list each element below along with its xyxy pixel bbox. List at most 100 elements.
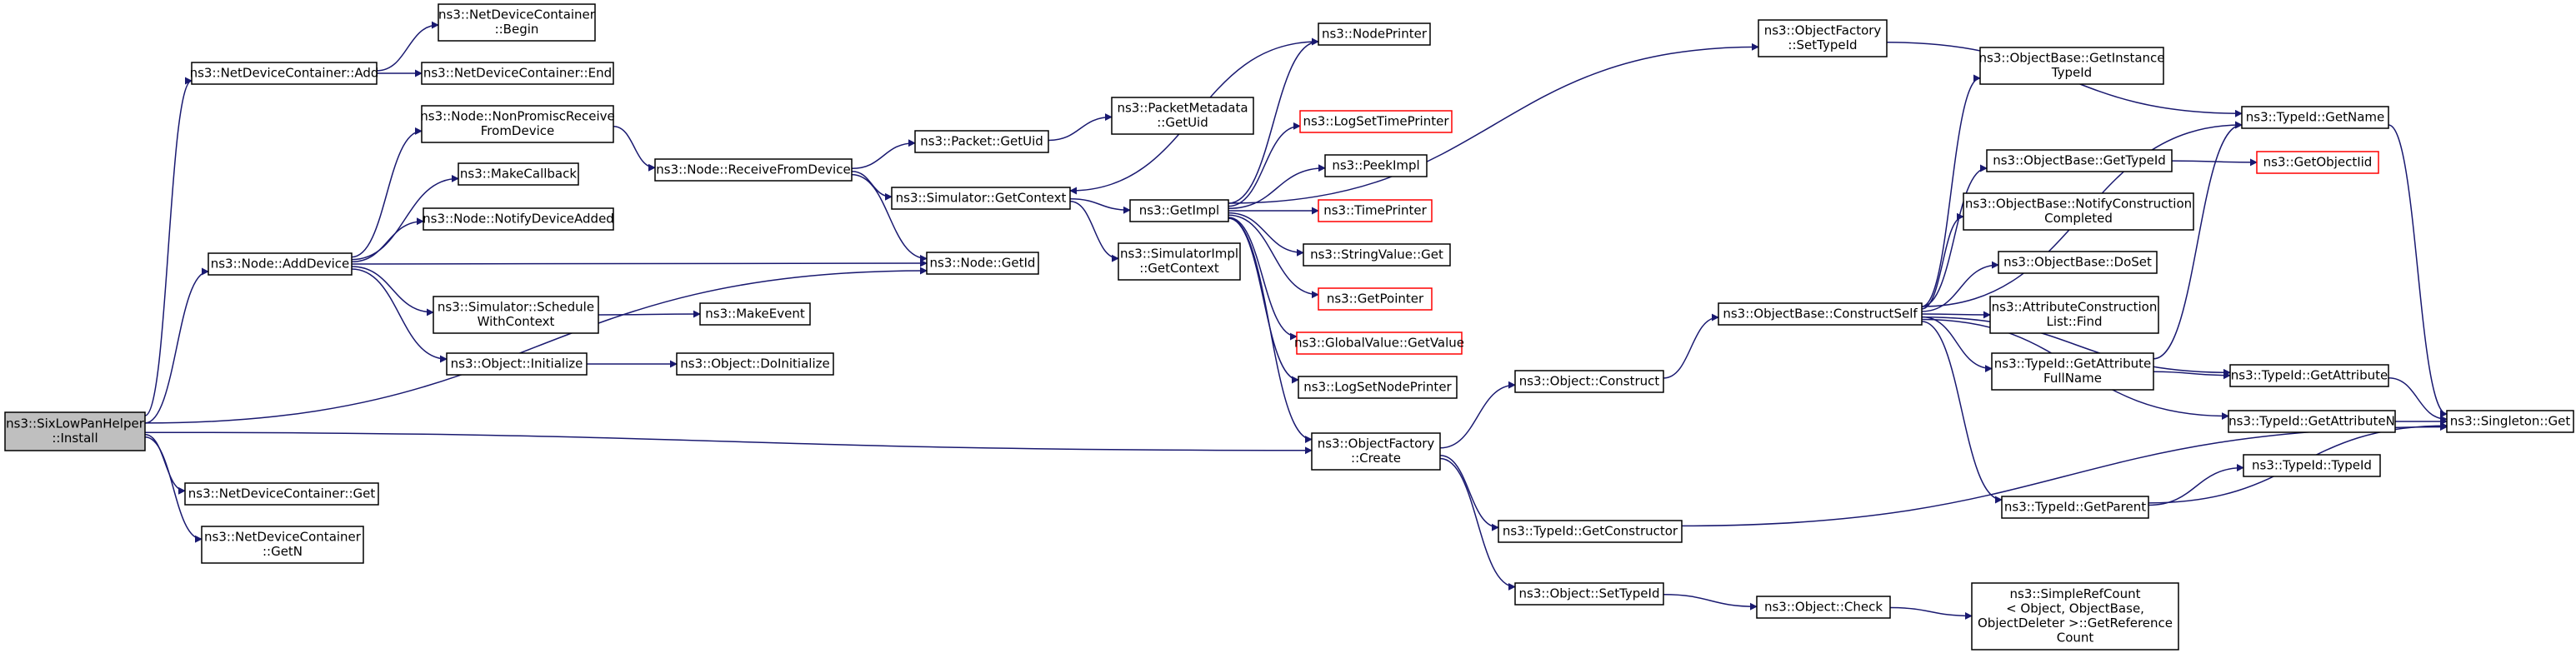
function-node-ndc_get[interactable]: ns3::NetDeviceContainer::Get <box>184 482 379 506</box>
node-label: ::GetContext <box>1139 261 1219 276</box>
function-node-typeid_getname[interactable]: ns3::TypeId::GetName <box>2241 106 2389 129</box>
function-node-getobjectiid[interactable]: ns3::GetObjectIid <box>2256 151 2379 174</box>
call-edge-getimpl-to-nodeprinter <box>1228 37 1319 204</box>
function-node-objbase_gettypeid[interactable]: ns3::ObjectBase::GetTypeId <box>1986 149 2173 172</box>
function-node-objbase_notifyconstruction[interactable]: ns3::ObjectBase::NotifyConstructionCompl… <box>1963 192 2194 231</box>
call-edge-sixlow_install-to-node_getid <box>144 267 928 424</box>
call-edge-objbase_constructself-to-attrconstruction_find <box>1921 311 1991 319</box>
node-label: ns3::Node::AddDevice <box>211 256 350 271</box>
function-node-stringvalue_get[interactable]: ns3::StringValue::Get <box>1303 243 1451 267</box>
call-edge-typeid_getname-to-singleton_get <box>2388 124 2448 418</box>
node-box <box>1756 596 1891 619</box>
call-edge-packet_getuid-to-pktmeta_getuid <box>1048 113 1113 142</box>
function-node-simplerefcount[interactable]: ns3::SimpleRefCount< Object, ObjectBase,… <box>1971 582 2179 651</box>
function-node-typeid_getattributen[interactable]: ns3::TypeId::GetAttributeN <box>2228 410 2396 433</box>
function-node-node_receive[interactable]: ns3::Node::ReceiveFromDevice <box>654 158 853 182</box>
function-node-objfactory_settypeid[interactable]: ns3::ObjectFactory::SetTypeId <box>1758 19 1888 57</box>
function-node-typeid_getparent[interactable]: ns3::TypeId::GetParent <box>2001 496 2149 519</box>
node-label: ns3::PeekImpl <box>1332 157 1419 172</box>
call-edge-objfactory_create-to-obj_construct <box>1439 381 1516 449</box>
function-node-logsettimeprinter[interactable]: ns3::LogSetTimePrinter <box>1299 110 1453 133</box>
function-node-singleton_get[interactable]: ns3::Singleton::Get <box>2446 410 2574 433</box>
node-box <box>676 352 834 376</box>
call-edge-getimpl-to-stringvalue_get <box>1228 212 1304 257</box>
function-node-makeevent[interactable]: ns3::MakeEvent <box>699 302 811 326</box>
node-label: ns3::TypeId::GetAttribute <box>1994 356 2151 371</box>
function-node-sim_getcontext[interactable]: ns3::Simulator::GetContext <box>891 187 1071 210</box>
function-node-typeid_getconstructor[interactable]: ns3::TypeId::GetConstructor <box>1498 520 1683 543</box>
function-node-node_getid[interactable]: ns3::Node::GetId <box>926 252 1039 275</box>
node-box <box>1998 251 2158 274</box>
node-box <box>446 352 588 376</box>
function-node-globalvalue_getvalue[interactable]: ns3::GlobalValue::GetValue <box>1294 331 1464 355</box>
node-label: ns3::PacketMetadata <box>1117 101 1248 116</box>
function-node-objbase_constructself[interactable]: ns3::ObjectBase::ConstructSelf <box>1718 302 1923 326</box>
call-edge-sixlow_install-to-objfactory_create <box>144 431 1313 455</box>
function-node-peekimpl[interactable]: ns3::PeekImpl <box>1324 154 1428 177</box>
function-nodes: ns3::SixLowPanHelper::Installns3::NetDev… <box>4 3 2574 651</box>
function-node-timeprinter[interactable]: ns3::TimePrinter <box>1318 199 1433 222</box>
node-label: ns3::TimePrinter <box>1323 202 1427 217</box>
node-label: TypeId <box>2051 65 2092 80</box>
function-node-obj_doinitialize[interactable]: ns3::Object::DoInitialize <box>676 352 834 376</box>
call-edge-typeid_getattributefullname-to-typeid_getname <box>2153 121 2243 360</box>
node-label: ns3::ObjectBase::GetInstance <box>1979 51 2165 66</box>
node-label: ns3::SimulatorImpl <box>1120 247 1238 262</box>
function-node-getimpl[interactable]: ns3::GetImpl <box>1129 199 1229 222</box>
node-label: ::GetUid <box>1157 115 1208 130</box>
function-node-objbase_doset[interactable]: ns3::ObjectBase::DoSet <box>1998 251 2158 274</box>
function-node-ndc_end[interactable]: ns3::NetDeviceContainer::End <box>421 62 614 85</box>
function-node-nodeprinter[interactable]: ns3::NodePrinter <box>1318 22 1431 46</box>
function-node-obj_construct[interactable]: ns3::Object::Construct <box>1514 370 1664 393</box>
node-label: ns3::TypeId::GetConstructor <box>1503 523 1678 538</box>
call-edge-objfactory_create-to-typeid_getconstructor <box>1439 455 1499 531</box>
node-box <box>1318 287 1433 311</box>
function-node-notifydeviceadded[interactable]: ns3::Node::NotifyDeviceAdded <box>423 207 614 231</box>
call-edge-obj_check-to-simplerefcount <box>1889 606 1973 620</box>
function-node-ndc_add[interactable]: ns3::NetDeviceContainer::Add <box>190 62 379 85</box>
node-label: ns3::ObjectBase::DoSet <box>2003 254 2152 269</box>
function-node-obj_check[interactable]: ns3::Object::Check <box>1756 596 1891 619</box>
function-node-node_adddevice[interactable]: ns3::Node::AddDevice <box>208 252 353 276</box>
function-node-sixlow_install[interactable]: ns3::SixLowPanHelper::Install <box>4 411 146 451</box>
node-label: ns3::Object::Initialize <box>451 356 583 371</box>
node-box <box>2241 106 2389 129</box>
node-box <box>1298 376 1458 399</box>
node-label: ns3::SimpleRefCount <box>2010 586 2141 601</box>
node-box <box>1718 302 1923 326</box>
function-node-ndc_begin[interactable]: ns3::NetDeviceContainer::Begin <box>438 3 596 42</box>
function-node-objfactory_create[interactable]: ns3::ObjectFactory::Create <box>1311 432 1441 471</box>
call-edge-typeid_getattribute-to-singleton_get <box>2388 377 2448 423</box>
node-label: FromDevice <box>481 123 554 138</box>
function-node-packet_getuid[interactable]: ns3::Packet::GetUid <box>914 130 1049 153</box>
node-label: ns3::Object::Check <box>1764 599 1883 614</box>
call-edge-objfactory_create-to-obj_settypeid <box>1439 457 1516 591</box>
function-node-getpointer[interactable]: ns3::GetPointer <box>1318 287 1433 311</box>
function-node-logsetnodeprinter[interactable]: ns3::LogSetNodePrinter <box>1298 376 1458 399</box>
node-box <box>2243 454 2381 477</box>
node-box <box>458 162 579 186</box>
node-box <box>891 187 1071 210</box>
node-label: ns3::NetDeviceContainer::End <box>423 65 612 80</box>
function-node-ndc_getn[interactable]: ns3::NetDeviceContainer::GetN <box>201 526 364 564</box>
function-node-simimpl_getcontext[interactable]: ns3::SimulatorImpl::GetContext <box>1118 242 1241 281</box>
node-label: ns3::ObjectBase::NotifyConstruction <box>1965 197 2192 212</box>
call-edge-objbase_constructself-to-objbase_notifyconstruction <box>1921 212 1964 310</box>
node-box <box>2228 410 2396 433</box>
function-node-pktmeta_getuid[interactable]: ns3::PacketMetadata::GetUid <box>1111 97 1254 135</box>
node-box <box>699 302 811 326</box>
function-node-typeid_typeid[interactable]: ns3::TypeId::TypeId <box>2243 454 2381 477</box>
function-node-makecallback[interactable]: ns3::MakeCallback <box>458 162 579 186</box>
node-box <box>1989 296 2159 334</box>
function-node-typeid_getattribute[interactable]: ns3::TypeId::GetAttribute <box>2229 364 2389 387</box>
function-node-obj_initialize[interactable]: ns3::Object::Initialize <box>446 352 588 376</box>
function-node-obj_settypeid[interactable]: ns3::Object::SetTypeId <box>1514 582 1664 606</box>
node-label: ns3::ObjectFactory <box>1764 23 1882 38</box>
node-label: ns3::Packet::GetUid <box>920 133 1043 148</box>
